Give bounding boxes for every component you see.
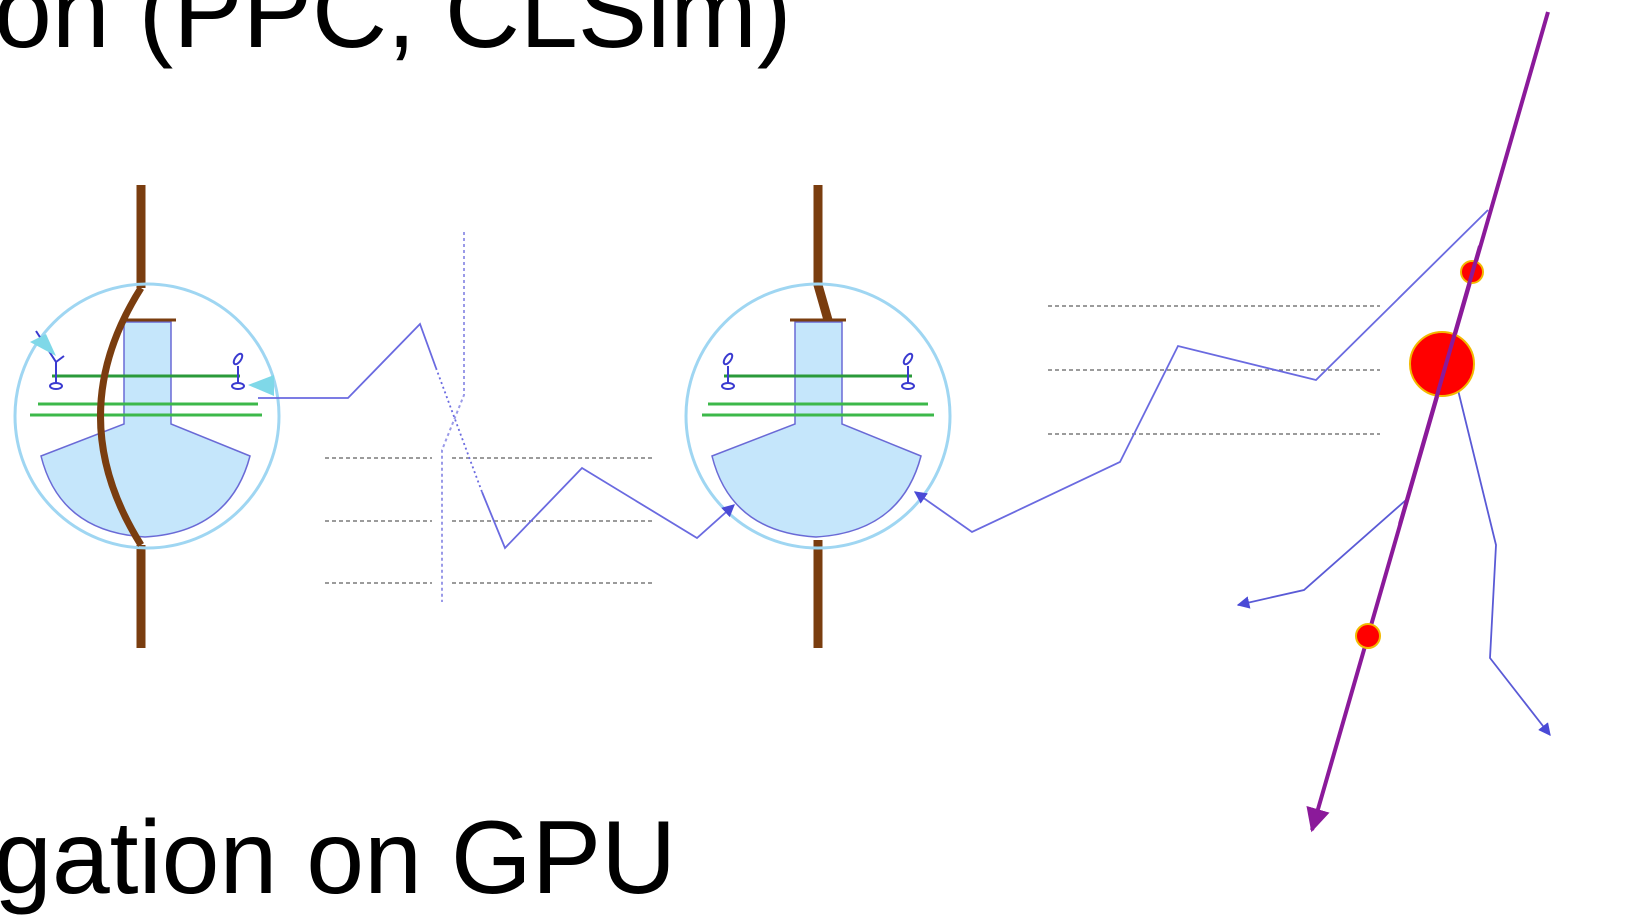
led-icon bbox=[721, 352, 735, 390]
photon-path-right bbox=[913, 209, 1489, 534]
led-icon bbox=[901, 352, 915, 390]
ice-layers-right bbox=[1048, 305, 1380, 435]
photon-propagation-diagram bbox=[13, 11, 1551, 833]
bottom-text-fragment: gation on GPU bbox=[0, 800, 677, 916]
slide-title-fragment: on (PPC, CLSim) bbox=[0, 0, 792, 70]
ice-layers-middle bbox=[325, 457, 652, 584]
led-icon bbox=[231, 352, 245, 390]
dom-sphere-middle bbox=[684, 282, 952, 550]
secondary-track-left bbox=[1236, 499, 1407, 609]
cascade-large bbox=[1409, 331, 1475, 397]
muon-track-overlay bbox=[1398, 245, 1482, 525]
pmt-middle bbox=[711, 321, 922, 538]
dust-layer-line bbox=[441, 232, 465, 602]
pmt-left bbox=[40, 321, 251, 538]
dom-sphere-left bbox=[13, 282, 281, 550]
photon-path-left bbox=[258, 322, 437, 399]
led-cone-left-2 bbox=[248, 375, 274, 396]
photon-path-left-dotted bbox=[435, 367, 483, 493]
led-cone-left-1 bbox=[30, 334, 56, 356]
dom-middle bbox=[684, 185, 952, 648]
secondary-track-right bbox=[1457, 389, 1551, 736]
cable-through-left bbox=[97, 286, 144, 547]
cascade-small-bottom bbox=[1355, 623, 1381, 649]
photon-path-middle bbox=[481, 466, 735, 550]
dom-left bbox=[13, 185, 281, 648]
cable-top-middle bbox=[813, 185, 833, 322]
